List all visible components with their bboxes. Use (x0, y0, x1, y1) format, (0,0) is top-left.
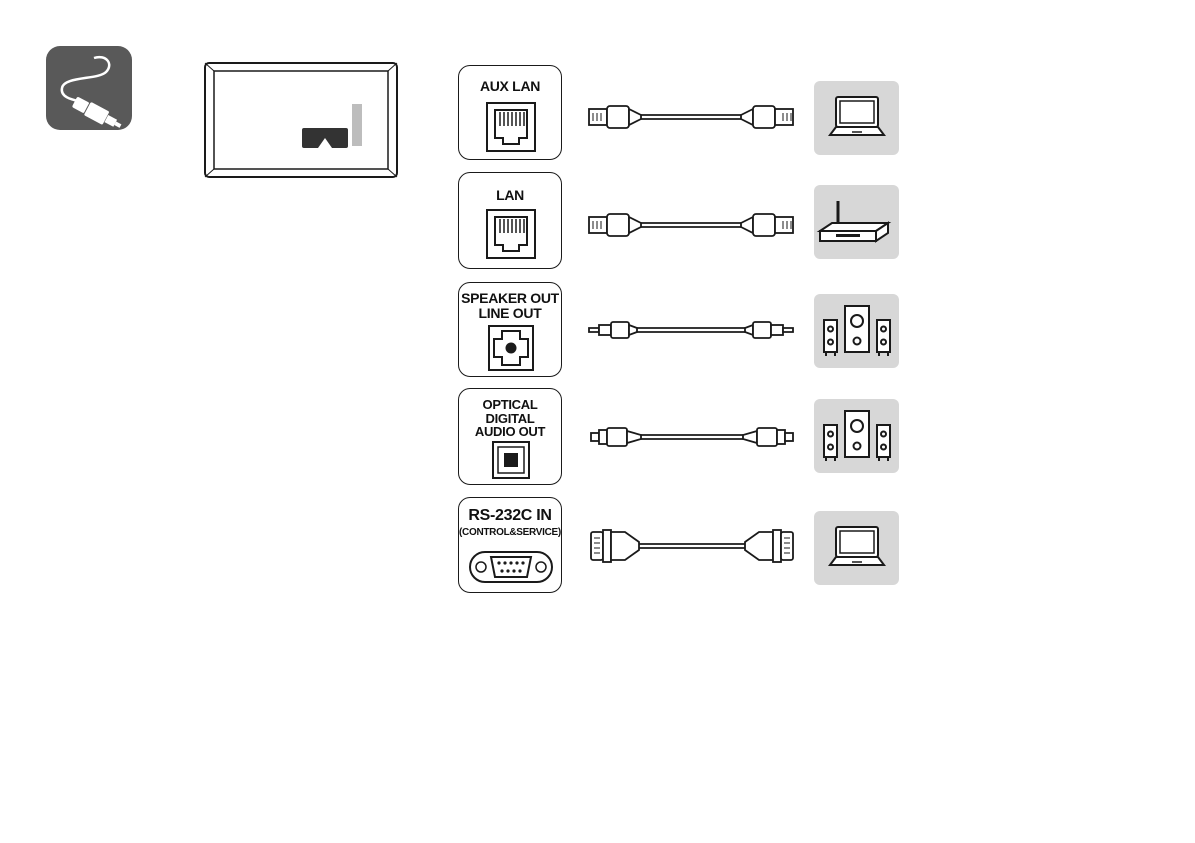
optical-cable (585, 417, 800, 457)
rj45-port-icon (486, 209, 536, 259)
port-label-speaker-out: SPEAKER OUT (459, 291, 561, 306)
speakers-icon (814, 294, 899, 368)
device-router (814, 185, 899, 259)
monitor-rear-panel (204, 62, 398, 178)
port-label-rs232c-in: RS-232C IN (459, 507, 561, 525)
db9-serial-port-icon (469, 550, 553, 584)
port-label-line-out: LINE OUT (459, 306, 561, 321)
port-label-optical: OPTICAL (459, 398, 561, 412)
port-label-audio-out: AUDIO OUT (459, 425, 561, 439)
ethernet-cable (585, 97, 800, 137)
laptop-icon (814, 511, 899, 585)
port-rs232c-in: RS-232C IN (CONTROL&SERVICE) (458, 497, 562, 593)
rs232-serial-cable (585, 526, 800, 566)
cable-category-icon (46, 46, 132, 130)
device-laptop (814, 81, 899, 155)
rj45-port-icon (486, 102, 536, 152)
optical-port-icon (492, 441, 530, 479)
port-lan: LAN (458, 172, 562, 269)
speakers-icon (814, 399, 899, 473)
ethernet-cable (585, 205, 800, 245)
laptop-icon (814, 81, 899, 155)
port-label-lan: LAN (459, 187, 561, 203)
port-aux-lan: AUX LAN (458, 65, 562, 160)
port-label-digital: DIGITAL (459, 412, 561, 426)
router-icon (814, 185, 899, 259)
port-label-control-service: (CONTROL&SERVICE) (459, 527, 561, 538)
audio-3.5mm-cable (585, 310, 800, 350)
port-label-aux-lan: AUX LAN (459, 78, 561, 94)
port-optical-digital-audio-out: OPTICAL DIGITAL AUDIO OUT (458, 388, 562, 485)
device-laptop (814, 511, 899, 585)
device-speakers (814, 399, 899, 473)
device-speakers (814, 294, 899, 368)
audio-jack-port-icon (488, 325, 534, 371)
port-speaker-line-out: SPEAKER OUT LINE OUT (458, 282, 562, 377)
